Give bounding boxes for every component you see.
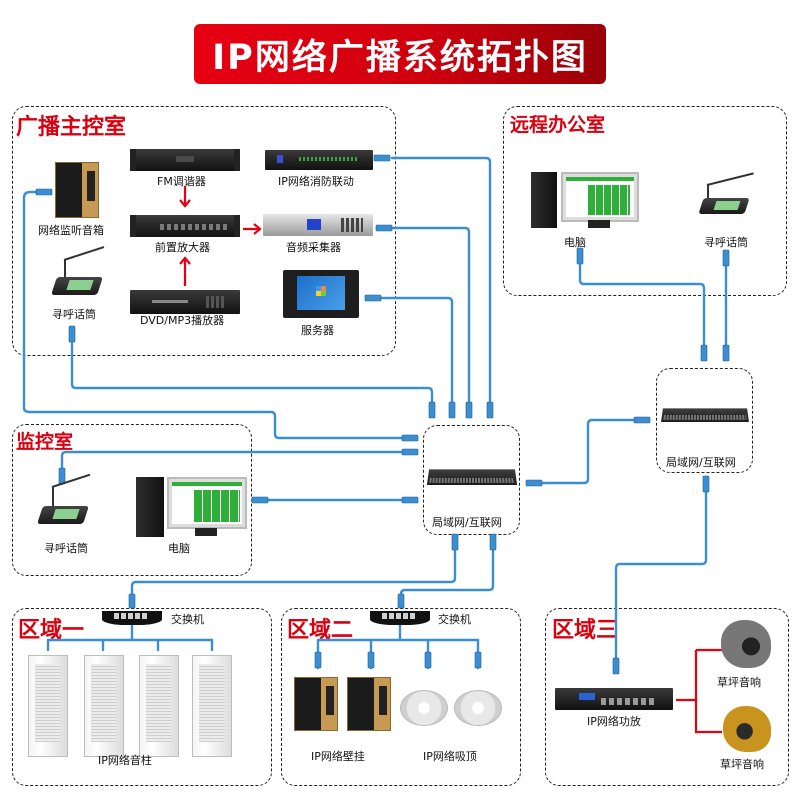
label-preamp: 前置放大器 — [155, 241, 210, 254]
audio-capture-device — [263, 214, 373, 236]
label-zone2-wall: IP网络壁挂 — [311, 750, 365, 763]
monitor-room-paging-mic-device — [32, 473, 92, 526]
label-audio-capture: 音频采集器 — [286, 241, 341, 254]
zone-monitor-room-title: 监控室 — [16, 431, 74, 453]
column-speaker-4 — [192, 655, 232, 757]
lawn-speaker-rock-gold — [723, 706, 771, 752]
zone-area-2-title: 区域二 — [287, 618, 354, 643]
diagram-title: IP网络广播系统拓扑图 — [194, 24, 606, 84]
label-core-switch: 局域网/互联网 — [432, 516, 502, 529]
fire-link-device — [265, 150, 373, 170]
remote-pc-tower — [531, 172, 557, 228]
label-zone1-switch: 交换机 — [171, 613, 204, 626]
cable-core-to-zone2 — [399, 538, 495, 606]
remote-paging-mic-device — [695, 172, 755, 216]
remote-pc-monitor — [561, 172, 639, 222]
plug — [448, 401, 456, 419]
core-switch-device — [426, 469, 518, 485]
label-monitor-speaker: 网络监听音箱 — [38, 224, 104, 237]
preamp-device — [130, 215, 240, 237]
ceiling-speaker-2 — [454, 690, 502, 726]
fm-tuner-device — [130, 149, 240, 171]
server-device — [283, 270, 359, 318]
wall-speaker-2 — [347, 677, 391, 731]
monitor-speaker-device — [55, 162, 99, 218]
label-remote-switch: 局域网/互联网 — [666, 456, 736, 469]
label-remote-pc: 电脑 — [564, 236, 586, 249]
zone-main-control-title: 广播主控室 — [16, 115, 127, 140]
monitor-room-pc-stand — [195, 528, 217, 536]
plug — [428, 401, 436, 419]
plug — [489, 533, 497, 551]
zone-area-1-title: 区域一 — [18, 618, 85, 643]
plug — [465, 401, 473, 419]
ip-amp-device — [555, 688, 673, 710]
label-fire-link: IP网络消防联动 — [278, 175, 354, 188]
wall-speaker-1 — [294, 677, 338, 731]
monitor-room-pc-monitor — [167, 477, 247, 529]
plug — [451, 533, 459, 551]
plug — [486, 401, 494, 419]
cable-fire-link — [390, 156, 492, 410]
plug — [722, 344, 730, 362]
zone-area-1 — [12, 608, 272, 786]
label-lawn-speaker-2: 草坪音响 — [720, 758, 764, 771]
zone-area-2 — [281, 608, 521, 786]
label-server: 服务器 — [301, 324, 334, 337]
zone1-switch-device — [102, 611, 162, 625]
dvd-player-device — [130, 290, 240, 314]
label-lawn-speaker-1: 草坪音响 — [717, 676, 761, 689]
plug — [401, 434, 419, 442]
plug — [633, 416, 651, 424]
plug — [397, 593, 405, 609]
plug — [700, 344, 708, 362]
zone2-switch-device — [370, 611, 430, 625]
zone-core-switch-box — [423, 425, 520, 535]
cable-core-to-remote — [530, 418, 650, 485]
monitor-room-pc-tower — [136, 477, 164, 537]
cable-audio-capture — [390, 226, 471, 410]
plug — [401, 496, 419, 504]
label-remote-paging-mic: 寻呼话筒 — [704, 236, 748, 249]
zone-area-3-title: 区域三 — [552, 618, 619, 643]
plug — [525, 479, 543, 487]
plug — [251, 496, 269, 504]
column-speaker-3 — [139, 655, 179, 757]
column-speaker-2 — [84, 655, 124, 757]
plug — [702, 475, 710, 493]
plug — [401, 448, 419, 456]
label-main-paging-mic: 寻呼话筒 — [52, 308, 96, 321]
label-fm-tuner: FM调谐器 — [157, 175, 206, 188]
label-ip-amp: IP网络功放 — [587, 715, 641, 728]
zone-remote-switch-box — [656, 368, 753, 473]
zone-remote-office-title: 远程办公室 — [510, 114, 606, 136]
remote-pc-stand — [588, 220, 610, 228]
label-zone2-switch: 交换机 — [438, 613, 471, 626]
label-monitor-room-paging-mic: 寻呼话筒 — [44, 542, 88, 555]
remote-switch-device — [661, 408, 749, 422]
plug — [128, 593, 136, 609]
label-zone2-ceiling: IP网络吸顶 — [423, 750, 477, 763]
label-zone1-speakers: IP网络音柱 — [98, 754, 152, 767]
ceiling-speaker-1 — [400, 690, 448, 726]
lawn-speaker-rock-grey — [721, 620, 771, 668]
column-speaker-1 — [28, 655, 68, 757]
label-monitor-room-pc: 电脑 — [168, 542, 190, 555]
label-dvd-player: DVD/MP3播放器 — [140, 314, 225, 327]
main-paging-mic-device — [46, 246, 106, 299]
